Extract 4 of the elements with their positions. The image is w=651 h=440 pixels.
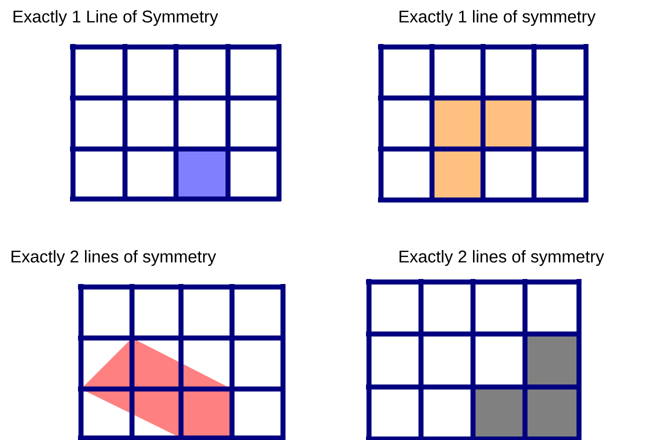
grid-title: Exactly 1 line of symmetry xyxy=(400,10,596,26)
grid-title: Exactly 2 lines of symmetry xyxy=(400,250,604,266)
grid-title: Exactly 1 Line of Symmetry xyxy=(14,10,218,26)
grid-title: Exactly 2 lines of symmetry xyxy=(12,250,216,266)
